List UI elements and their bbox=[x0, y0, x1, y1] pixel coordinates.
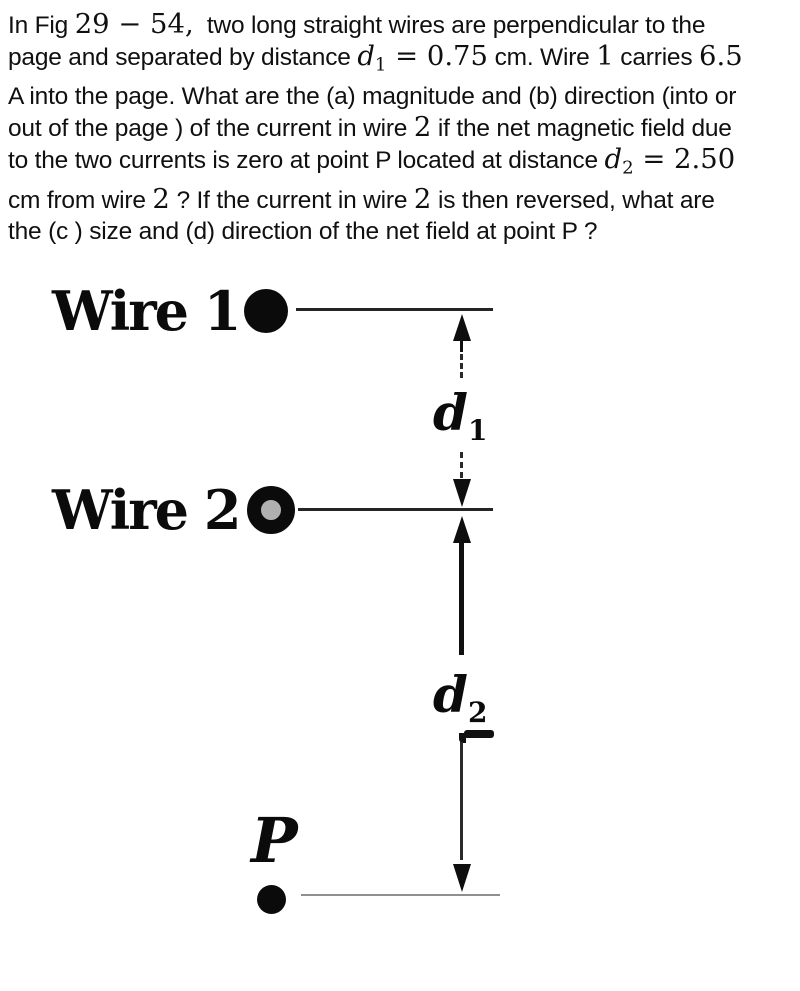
wire2-label: Wire 2 bbox=[52, 478, 241, 542]
d2-label: d2 bbox=[433, 670, 487, 738]
d1-arrow-down-icon bbox=[453, 479, 471, 507]
text-segment: 2 bbox=[413, 112, 432, 144]
problem-statement: In Fig 29 − 54, two long straight wires … bbox=[8, 9, 800, 247]
problem-line: cm from wire 2 ? If the current in wire … bbox=[8, 184, 800, 216]
d2-hook-elbow bbox=[459, 733, 466, 743]
text-segment: 2 bbox=[152, 183, 170, 215]
text-segment: 6.5 bbox=[699, 41, 743, 73]
text-segment: to the two currents is zero at point P l… bbox=[8, 147, 605, 175]
problem-line: out of the page ) of the current in wire… bbox=[8, 112, 800, 144]
d2-arrow-up-icon bbox=[453, 516, 471, 543]
text-segment: cm from wire bbox=[8, 186, 153, 214]
text-segment: page and separated by distance bbox=[8, 44, 358, 72]
text-segment: = 0.75 bbox=[386, 41, 488, 73]
text-segment: the (c ) size and (d) direction of the n… bbox=[8, 218, 598, 246]
text-segment: = 2.50 bbox=[633, 144, 736, 176]
point-p-line bbox=[301, 894, 500, 896]
d2-symbol: d bbox=[433, 665, 468, 724]
d1-stub bbox=[460, 340, 463, 352]
d2-shaft bbox=[459, 543, 464, 655]
text-segment: 2 bbox=[413, 183, 432, 215]
text-segment: 2 bbox=[622, 157, 634, 179]
text-segment: is then reversed, what are bbox=[431, 186, 715, 214]
d2-subscript: 2 bbox=[467, 696, 488, 729]
d2-hook bbox=[464, 730, 494, 738]
text-segment: 29 − 54, bbox=[74, 9, 194, 40]
text-segment: 1 bbox=[374, 54, 387, 76]
problem-line: to the two currents is zero at point P l… bbox=[8, 144, 800, 184]
text-segment: carries bbox=[613, 44, 700, 72]
d1-symbol: d bbox=[433, 383, 468, 442]
d1-label: d1 bbox=[433, 388, 487, 456]
d1-subscript: 1 bbox=[467, 414, 488, 447]
text-segment: out of the page ) of the current in wire bbox=[8, 115, 414, 143]
problem-line: page and separated by distance d1 = 0.75… bbox=[8, 41, 800, 81]
problem-line: the (c ) size and (d) direction of the n… bbox=[8, 216, 800, 247]
text-segment: two long straight wires are perpendicula… bbox=[193, 12, 706, 39]
wire1-line bbox=[296, 308, 493, 311]
wire1-into-page-dot-icon bbox=[244, 289, 288, 333]
wire2-out-of-page-ring-icon bbox=[247, 486, 295, 534]
d1-arrow-up-icon bbox=[453, 314, 471, 341]
point-p-label: P bbox=[251, 804, 298, 877]
problem-line: A into the page. What are the (a) magnit… bbox=[8, 81, 800, 112]
d1-dashed-line bbox=[460, 452, 463, 478]
text-segment: cm. Wire bbox=[487, 44, 597, 72]
text-segment: d bbox=[604, 144, 623, 176]
text-segment: 1 bbox=[596, 41, 614, 73]
d2-arrow-down-icon bbox=[453, 864, 471, 892]
text-segment: if the net magnetic field due bbox=[431, 115, 732, 143]
point-p-dot bbox=[257, 885, 286, 914]
problem-line: In Fig 29 − 54, two long straight wires … bbox=[8, 9, 800, 41]
text-segment: ? If the current in wire bbox=[169, 186, 414, 214]
text-segment: d bbox=[357, 41, 375, 73]
wire2-line bbox=[298, 508, 493, 511]
text-segment: In Fig bbox=[8, 12, 75, 39]
d1-dashed-line bbox=[460, 354, 463, 378]
text-segment: A into the page. What are the (a) magnit… bbox=[8, 82, 737, 110]
wire1-label: Wire 1 bbox=[52, 279, 241, 343]
d2-thin-line bbox=[460, 742, 463, 860]
